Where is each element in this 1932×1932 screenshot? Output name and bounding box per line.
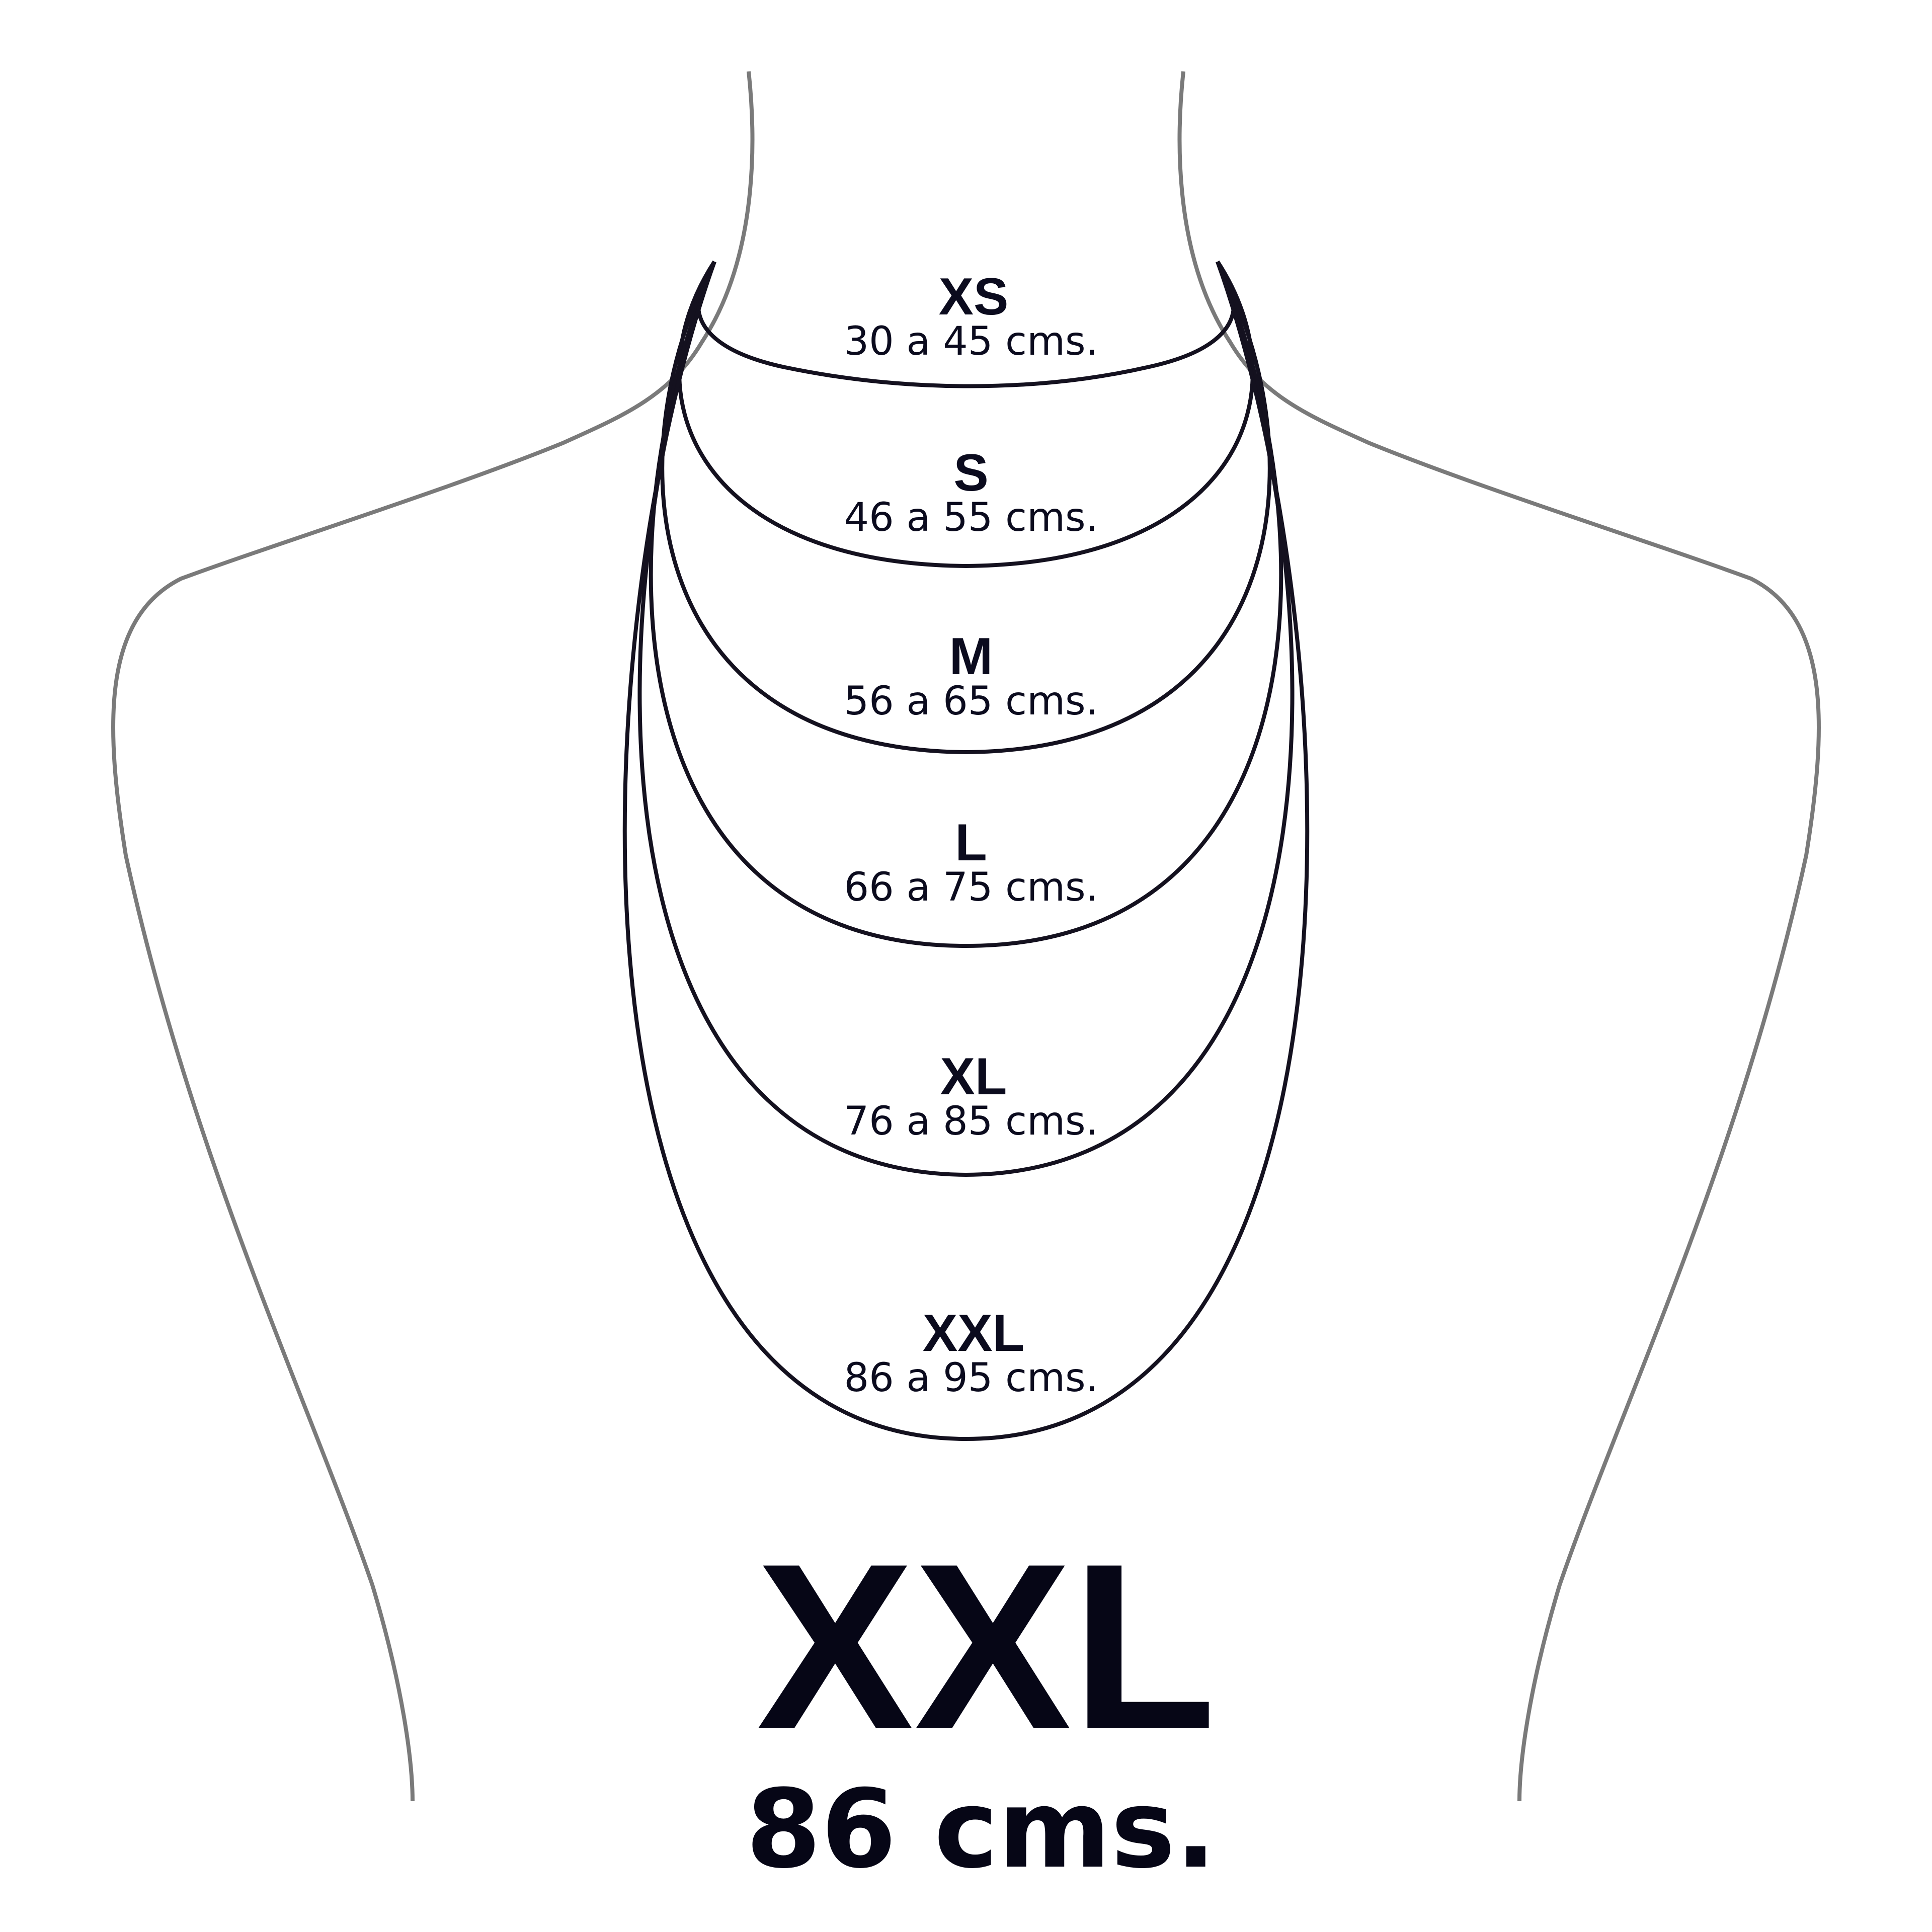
necklace-xl [637,261,1295,1177]
selected-size-length: 86 cms. [746,1766,1216,1892]
size-range-s: 46 a 55 cms. [844,495,1098,540]
size-label-xs: XS [939,268,1009,326]
size-label-xl: XL [940,1048,1007,1106]
size-label-xxl: XXL [923,1304,1024,1362]
selected-size: XXL 86 cms. [746,1514,1216,1892]
neck-right [1177,71,1821,1802]
selected-size-label: XXL [756,1514,1216,1779]
bust-outline [111,71,1821,1802]
size-range-xl: 76 a 85 cms. [844,1099,1098,1144]
size-label-s: S [953,444,988,502]
size-label-l: L [955,814,987,872]
necklace-m [660,261,1272,755]
necklace-l [649,261,1283,948]
size-labels: XS 30 a 45 cms. S 46 a 55 cms. M 56 a 65… [844,268,1098,1401]
necklaces [622,260,1310,1441]
necklace-s [677,260,1255,569]
size-range-m: 56 a 65 cms. [844,679,1098,724]
necklace-xs [696,281,1236,388]
size-range-xs: 30 a 45 cms. [844,319,1098,364]
size-range-l: 66 a 75 cms. [844,865,1098,910]
size-label-m: M [949,627,993,686]
necklace-xxl [622,261,1310,1441]
neck-left [111,71,755,1802]
size-range-xxl: 86 a 95 cms. [844,1355,1098,1401]
